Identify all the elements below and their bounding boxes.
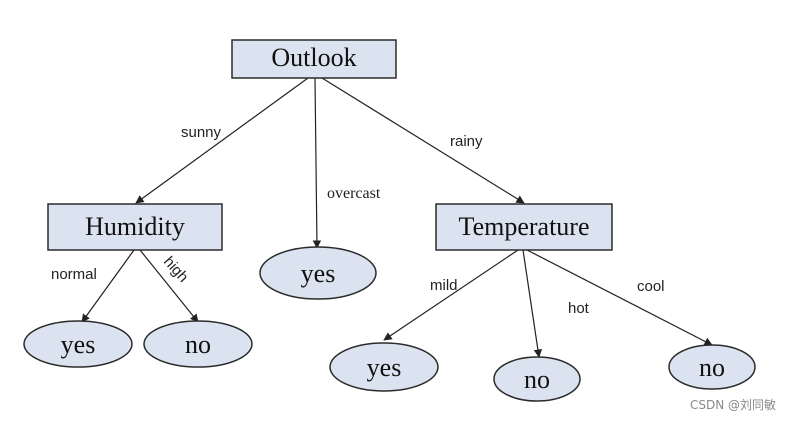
node-humidity: Humidity <box>47 203 223 251</box>
edge-humidity-high <box>139 249 199 323</box>
svg-text:Outlook: Outlook <box>271 43 356 72</box>
edge-label-mild: mild <box>430 277 458 294</box>
svg-text:yes: yes <box>61 330 96 359</box>
edge-outlook-humidity <box>135 77 309 204</box>
edge-outlook-temperature <box>321 77 525 204</box>
leaf-mild-yes: yes <box>329 342 439 392</box>
svg-text:Humidity: Humidity <box>85 212 185 241</box>
svg-text:no: no <box>524 365 550 394</box>
edge-label-normal: normal <box>51 266 97 283</box>
edge-label-cool: cool <box>637 278 665 295</box>
edge-humidity-normal <box>81 249 135 323</box>
svg-text:no: no <box>185 330 211 359</box>
node-temperature: Temperature <box>435 203 613 251</box>
leaf-overcast-yes: yes <box>259 246 377 300</box>
edge-outlook-overcast <box>312 77 322 249</box>
leaf-cool-no: no <box>668 344 756 390</box>
edge-label-hot: hot <box>568 300 590 317</box>
edge-temp-cool <box>526 249 713 346</box>
svg-text:no: no <box>699 353 725 382</box>
svg-text:yes: yes <box>367 353 402 382</box>
leaf-hot-no: no <box>493 356 581 402</box>
node-outlook: Outlook <box>231 39 397 79</box>
edge-label-rainy: rainy <box>450 133 483 150</box>
edge-label-overcast: overcast <box>327 185 381 202</box>
edge-label-sunny: sunny <box>181 124 222 141</box>
svg-text:Temperature: Temperature <box>459 212 590 241</box>
leaf-high-no: no <box>143 320 253 368</box>
edge-temp-hot <box>522 249 543 358</box>
svg-text:yes: yes <box>301 259 336 288</box>
edge-temp-mild <box>383 249 519 341</box>
watermark-text: CSDN @刘同敏 <box>689 398 776 412</box>
leaf-normal-yes: yes <box>23 320 133 368</box>
